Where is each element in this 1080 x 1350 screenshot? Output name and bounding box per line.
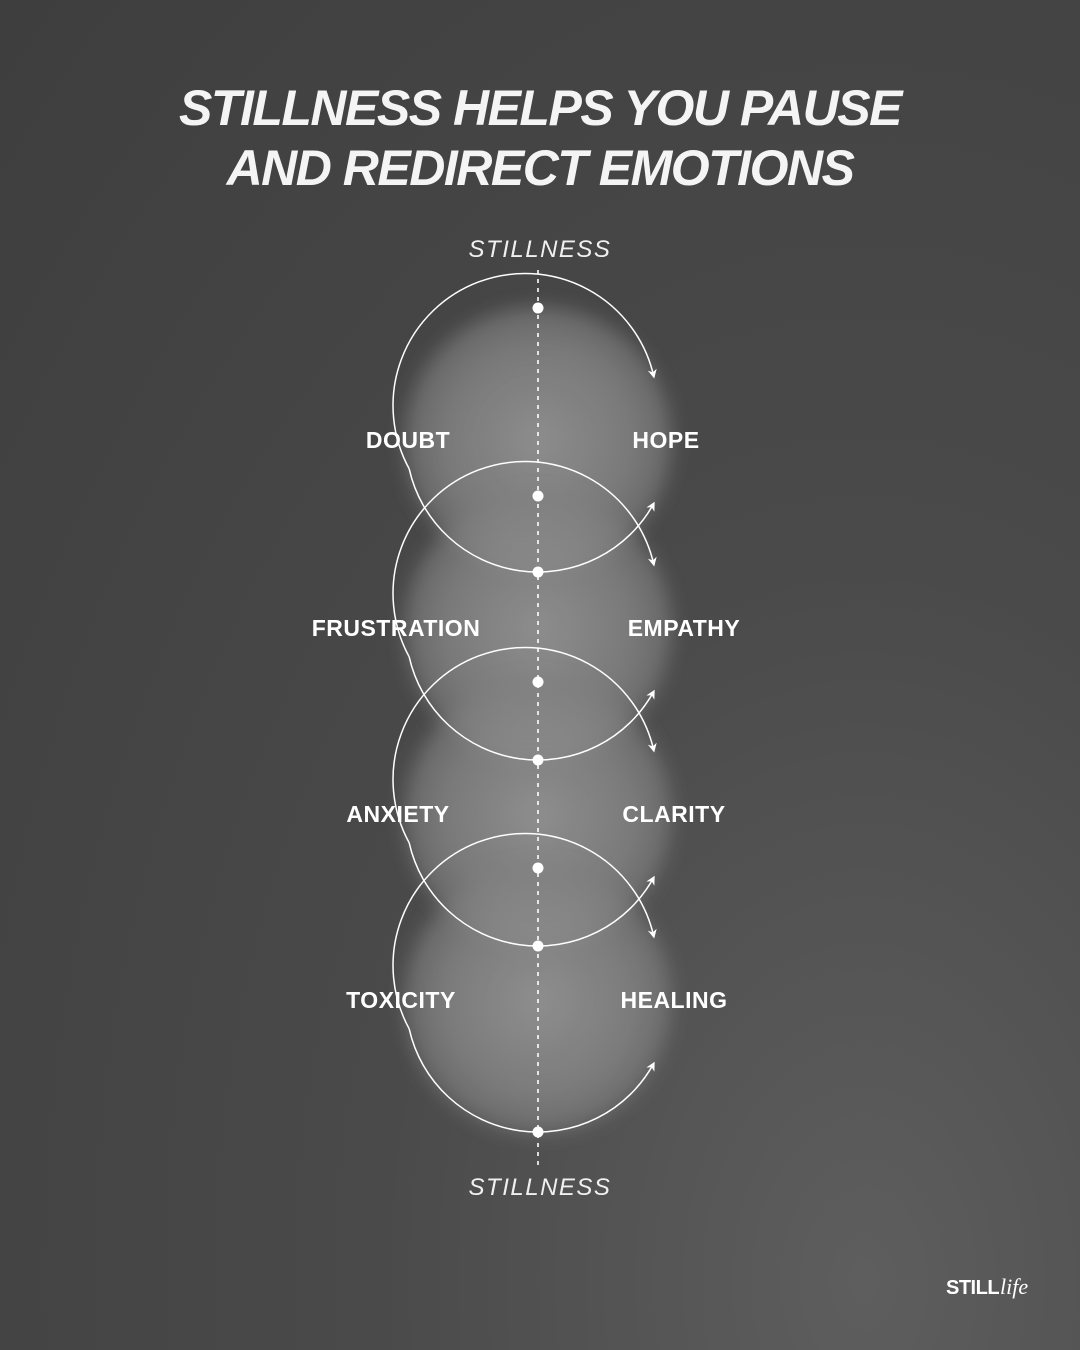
axis-nodes	[532, 302, 544, 1138]
axis-node	[532, 1126, 544, 1138]
arc-upper	[392, 832, 657, 1030]
page-title: STILLNESS HELPS YOU PAUSE AND REDIRECT E…	[0, 78, 1080, 198]
stillness-label-top: STILLNESS	[468, 236, 612, 263]
stillness-label-bottom: STILLNESS	[468, 1174, 612, 1201]
arc-lower	[408, 468, 655, 573]
axis-node	[532, 302, 544, 314]
title-line-2: AND REDIRECT EMOTIONS	[226, 140, 855, 196]
glow-disc	[404, 306, 672, 574]
emotion-to-label: HOPE	[632, 427, 699, 453]
glow-disc	[404, 494, 672, 762]
axis-node	[532, 754, 544, 766]
axis-node	[532, 940, 544, 952]
axis-node	[532, 676, 544, 688]
brand-logo: STILLlife	[946, 1274, 1056, 1314]
emotion-from-label: FRUSTRATION	[312, 615, 481, 641]
logo-still-text: STILL	[946, 1277, 1000, 1299]
arc-upper	[392, 460, 657, 658]
cycle-arcs	[392, 272, 657, 1133]
axis-node	[532, 862, 544, 874]
logo-life-text: life	[1000, 1274, 1029, 1299]
title-line-1: STILLNESS HELPS YOU PAUSE	[179, 80, 902, 136]
arc-lower	[408, 656, 655, 761]
emotion-to-label: HEALING	[621, 987, 728, 1013]
emotion-from-label: ANXIETY	[346, 801, 449, 827]
axis-node	[532, 490, 544, 502]
emotion-labels: DOUBT HOPE FRUSTRATION EMPATHY ANXIETY CLARIT…	[312, 427, 741, 1013]
arc-lower	[408, 1028, 655, 1133]
emotion-to-label: CLARITY	[622, 801, 725, 827]
emotion-from-label: TOXICITY	[346, 987, 456, 1013]
emotion-to-label: EMPATHY	[628, 615, 741, 641]
arc-lower	[408, 842, 655, 947]
axis-node	[532, 566, 544, 578]
emotion-from-label: DOUBT	[366, 427, 450, 453]
arc-upper	[392, 646, 657, 844]
arc-upper	[392, 272, 657, 470]
